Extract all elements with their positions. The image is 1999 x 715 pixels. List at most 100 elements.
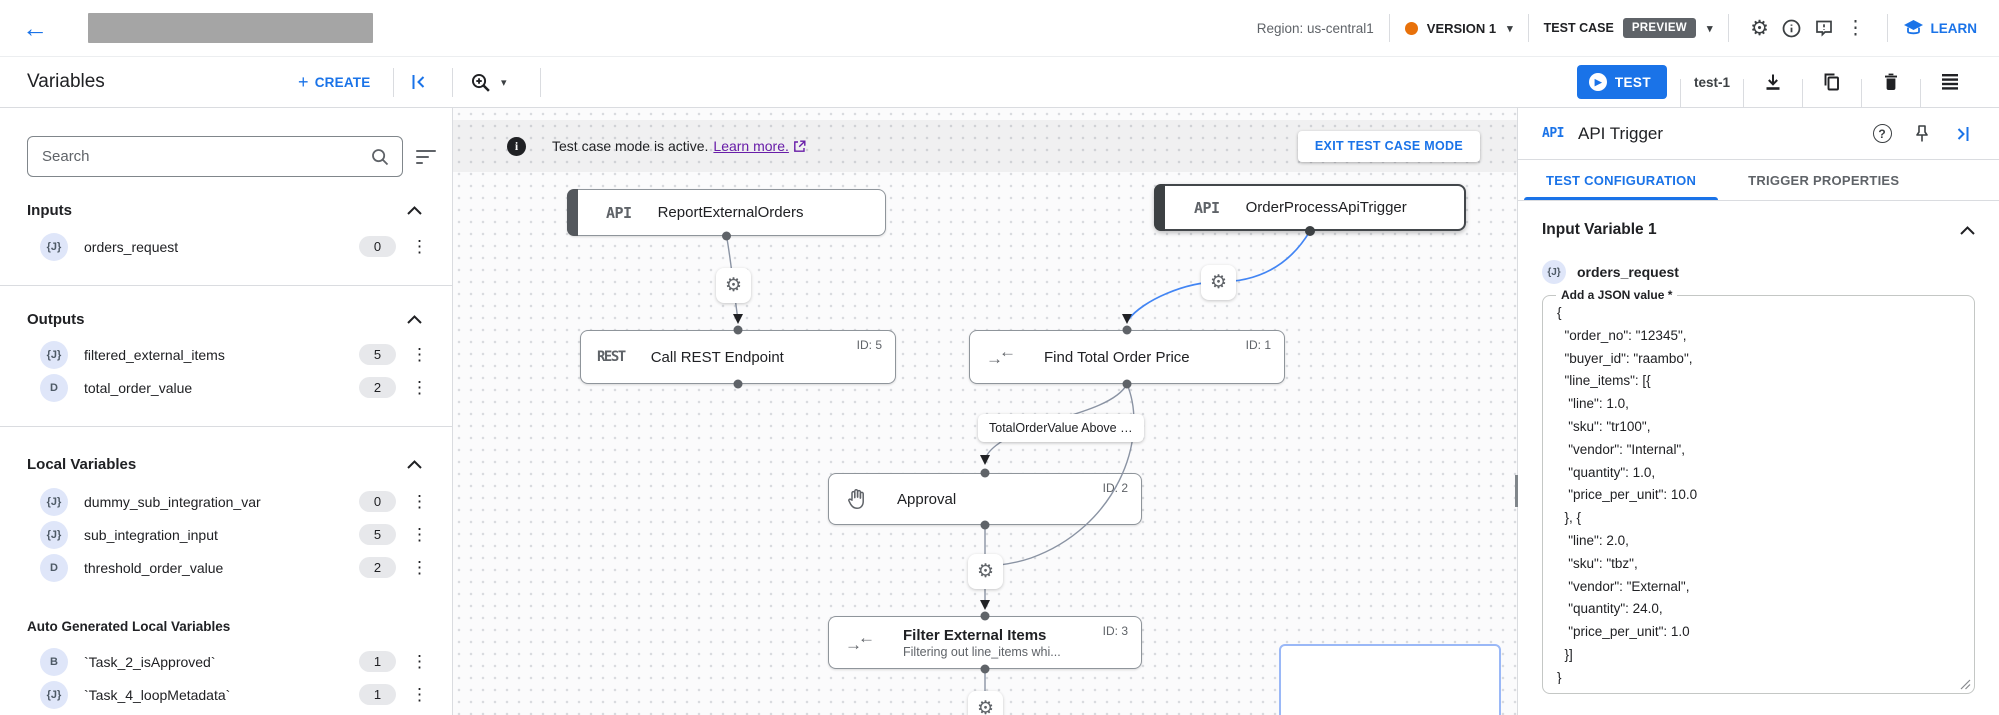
exit-test-case-mode-button[interactable]: EXIT TEST CASE MODE [1297,130,1480,162]
section-header-outputs[interactable]: Outputs [0,311,452,328]
input-variable-section-header[interactable]: Input Variable 1 [1542,221,1975,239]
json-type-icon: {J} [40,487,68,516]
edge-config-gear-icon[interactable]: ⚙ [716,268,751,303]
section-header-local-variables[interactable]: Local Variables [0,456,452,473]
variables-toolbar: Variables + CREATE ▾ ▶ TEST [0,57,1999,108]
chevron-up-icon [1960,225,1975,235]
edge-config-gear-icon[interactable]: ⚙ [968,691,1003,715]
task-node-filter-external-items[interactable]: →← Filter External Items Filtering out l… [828,616,1142,669]
variable-menu-kebab-icon[interactable]: ⋮ [411,524,428,544]
zoom-dropdown[interactable]: ▾ [470,57,507,107]
chevron-down-icon: ▾ [1507,22,1513,35]
plus-icon: + [298,71,309,92]
variable-menu-kebab-icon[interactable]: ⋮ [411,236,428,256]
variable-row[interactable]: {J} `Task_4_loopMetadata` 1 ⋮ [0,678,452,711]
test-button[interactable]: ▶ TEST [1576,65,1667,99]
variable-menu-kebab-icon[interactable]: ⋮ [411,377,428,397]
variable-menu-kebab-icon[interactable]: ⋮ [411,491,428,511]
back-arrow-icon[interactable]: ← [22,13,48,43]
version-dropdown[interactable]: VERSION 1 ▾ [1404,20,1513,36]
integration-canvas[interactable]: i Test case mode is active. Learn more. … [453,108,1517,715]
section-header-inputs[interactable]: Inputs [0,202,452,219]
variable-menu-kebab-icon[interactable]: ⋮ [411,557,428,577]
rest-kind-label: REST [597,349,626,365]
help-icon[interactable]: ? [1869,121,1895,147]
variable-row[interactable]: D threshold_order_value 2 ⋮ [0,551,452,584]
variable-name: `Task_2_isApproved` [84,653,216,670]
edge-condition-label[interactable]: TotalOrderValue Above … [978,414,1144,442]
test-case-dropdown[interactable]: TEST CASE PREVIEW ▾ [1544,18,1713,38]
more-options-kebab-icon[interactable]: ⋮ [1846,17,1865,39]
variable-row[interactable]: {J} dummy_sub_integration_var 0 ⋮ [0,485,452,518]
variable-row[interactable]: {J} orders_request 0 ⋮ [0,230,452,263]
feedback-icon[interactable] [1808,12,1840,44]
task-node-call-rest-endpoint[interactable]: REST Call REST Endpoint ID: 5 [580,330,896,384]
variable-row[interactable]: {J} sub_integration_input 5 ⋮ [0,518,452,551]
create-variable-button[interactable]: + CREATE [298,71,371,92]
json-type-icon: {J} [1542,260,1566,284]
learn-link[interactable]: LEARN [1903,19,1977,38]
usage-count-badge: 0 [359,236,396,257]
collapse-variables-panel-icon[interactable] [409,57,430,107]
node-id-label: ID: 3 [1102,624,1128,638]
task-node-approval[interactable]: Approval ID: 2 [828,473,1142,525]
variable-row[interactable]: B `Task_2_isApproved` 1 ⋮ [0,645,452,678]
test-case-name[interactable]: test-1 [1693,74,1730,90]
variable-menu-kebab-icon[interactable]: ⋮ [411,684,428,704]
test-runs-list-icon[interactable] [1934,66,1966,98]
edge-config-gear-icon[interactable]: ⚙ [968,554,1003,589]
test-case-label: TEST CASE [1543,21,1614,35]
resize-handle-icon[interactable] [1960,679,1971,690]
hand-approval-icon [848,489,864,510]
node-title: Call REST Endpoint [650,348,784,366]
trigger-node-order-process-api-trigger[interactable]: API OrderProcessApiTrigger [1154,184,1466,231]
chevron-up-icon [407,206,422,215]
duplicate-icon[interactable] [1816,66,1848,98]
panel-title: Variables [27,71,105,92]
node-title: ReportExternalOrders [657,204,804,221]
node-id-label: ID: 2 [1102,481,1128,495]
variable-menu-kebab-icon[interactable]: ⋮ [411,344,428,364]
json-value-field: Add a JSON value * { "order_no": "12345"… [1542,288,1975,694]
json-type-icon: {J} [40,680,68,709]
panel-scroll-indicator[interactable] [1515,475,1518,507]
variables-sidebar: Inputs {J} orders_request 0 ⋮ Outputs {J… [0,108,453,715]
sort-filter-icon[interactable] [416,149,436,164]
learn-more-link[interactable]: Learn more. [713,138,789,154]
minimap-box[interactable] [1279,644,1501,715]
info-icon[interactable] [1776,12,1808,44]
tab-test-configuration[interactable]: TEST CONFIGURATION [1520,160,1722,200]
section-header-auto-generated: Auto Generated Local Variables [27,619,231,634]
variable-name: `Task_4_loopMetadata` [84,686,231,703]
edge-config-gear-icon[interactable]: ⚙ [1201,265,1236,300]
chevron-up-icon [407,315,422,324]
tab-trigger-properties[interactable]: TRIGGER PROPERTIES [1748,172,1900,188]
variable-row[interactable]: {J} filtered_external_items 5 ⋮ [0,338,452,371]
collapse-panel-icon[interactable] [1949,121,1975,147]
node-id-label: ID: 5 [856,338,882,352]
task-node-find-total-order-price[interactable]: →← Find Total Order Price ID: 1 [969,330,1285,384]
version-status-dot [1404,21,1418,35]
variable-row[interactable]: D total_order_value 2 ⋮ [0,371,452,404]
version-label: VERSION 1 [1426,20,1497,36]
search-input[interactable] [42,148,370,165]
variable-name: orders_request [1577,264,1679,280]
node-title: OrderProcessApiTrigger [1245,199,1407,216]
trigger-node-report-external-orders[interactable]: API ReportExternalOrders [567,189,886,236]
json-value-textarea[interactable]: { "order_no": "12345", "buyer_id": "raam… [1553,302,1964,684]
variable-name: orders_request [84,238,179,255]
download-icon[interactable] [1757,66,1789,98]
node-title: Approval [897,490,957,508]
json-field-label: Add a JSON value * [1561,288,1673,302]
delete-trash-icon[interactable] [1875,66,1907,98]
pin-icon[interactable] [1909,121,1935,147]
double-type-icon: D [40,373,68,402]
region-label: Region: us-central1 [1256,20,1374,36]
variable-name: total_order_value [84,379,193,396]
node-id-label: ID: 1 [1245,338,1271,352]
panel-header: API API Trigger ? [1518,108,1999,160]
settings-gear-icon[interactable]: ⚙ [1750,16,1769,40]
variable-menu-kebab-icon[interactable]: ⋮ [411,651,428,671]
variable-search-box[interactable] [27,136,403,177]
api-kind-label: API [1194,198,1220,217]
